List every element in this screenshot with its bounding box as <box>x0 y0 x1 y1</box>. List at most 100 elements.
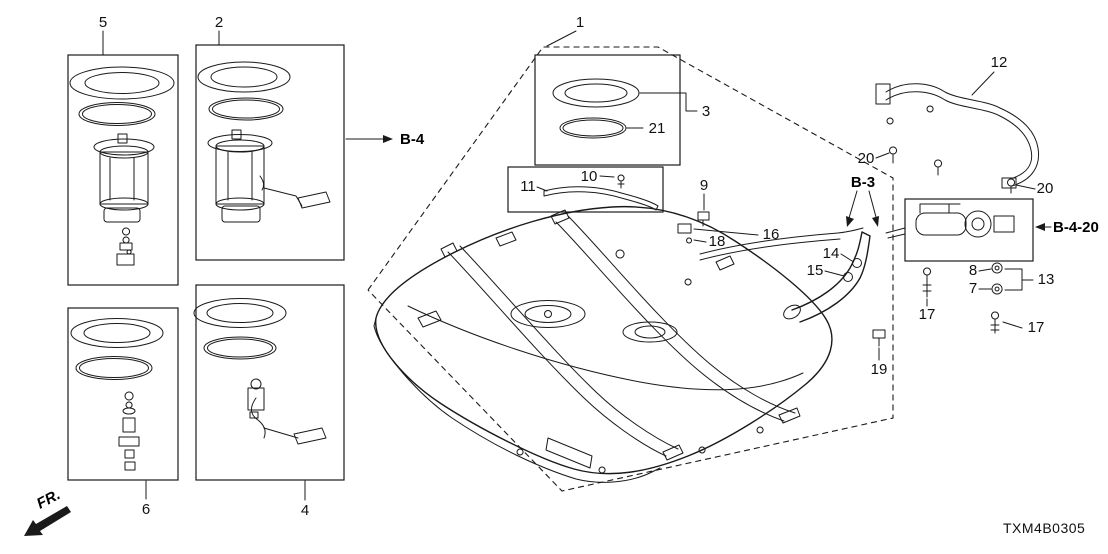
leader-18 <box>693 239 707 243</box>
lock-ring <box>193 298 287 328</box>
o-ring-inner <box>207 338 273 358</box>
dashed-boundary <box>367 46 894 492</box>
group-canister-assembly: B-4-20 8 7 13 17 17 <box>885 198 1099 336</box>
leader-14 <box>840 253 853 262</box>
callout-4: 4 <box>301 502 309 519</box>
callout-8: 8 <box>969 262 977 279</box>
lock-ring <box>70 318 164 348</box>
callout-6: 6 <box>142 501 150 518</box>
o-ring-inner <box>562 119 624 137</box>
lock-ring <box>552 78 640 108</box>
callout-14: 14 <box>823 245 840 262</box>
b4-20-arrowhead-icon <box>1035 223 1045 231</box>
lock-ring-inner <box>564 83 628 103</box>
group-fr-marker: FR. <box>24 486 71 536</box>
callout-20-right: 20 <box>1037 180 1054 197</box>
filler-pipe <box>885 83 1040 187</box>
pump-stub <box>231 129 242 140</box>
sender-cover-ring <box>622 321 678 343</box>
group-part-19: 19 <box>871 329 888 378</box>
sender-wire <box>249 397 266 439</box>
tank-bracket-details <box>417 231 735 469</box>
bracket-13 <box>1004 268 1023 291</box>
leader-20-left <box>875 152 890 159</box>
part-3-box <box>534 54 681 166</box>
b3-arrow-left-line <box>848 190 858 219</box>
pipe-bracket <box>875 83 891 105</box>
pump-flange <box>207 134 273 152</box>
clip-19-icon <box>872 329 886 347</box>
callout-9: 9 <box>700 177 708 194</box>
pump-body-lines <box>109 157 135 201</box>
sender-bracket <box>247 387 265 411</box>
tank-bolt-holes <box>516 249 764 474</box>
leader-16 <box>693 228 759 236</box>
pump-body-top <box>99 145 149 159</box>
pump-body-bottom <box>215 197 265 211</box>
assembly-1-dashed-outline: 1 <box>367 14 894 492</box>
leader-17-right <box>1002 321 1023 329</box>
leader-1 <box>546 30 577 47</box>
clip-16-18-icons <box>677 223 693 244</box>
o-ring-inner <box>79 358 149 378</box>
pump-body <box>99 151 149 205</box>
sender-cover-inner <box>634 325 666 339</box>
leader-12 <box>971 71 995 96</box>
lock-ring <box>197 61 291 93</box>
leader-10 <box>599 175 615 178</box>
strap-b-end-bottom <box>778 407 801 424</box>
b3-arrow-right-line <box>868 190 877 218</box>
group-part-6: 6 <box>67 307 179 518</box>
pump-cover-inner <box>524 305 572 323</box>
part-5-box <box>67 54 179 286</box>
callout-7: 7 <box>969 280 977 297</box>
ref-label-b4: B-4 <box>400 131 425 148</box>
b3-arrowhead-right-icon <box>872 216 879 227</box>
callout-2: 2 <box>215 14 223 31</box>
o-ring <box>203 336 277 360</box>
tank-strap-b <box>555 215 796 422</box>
ref-label-b4-20: B-4-20 <box>1053 219 1099 236</box>
tank-skirt <box>373 317 661 483</box>
pump-cover-center <box>544 310 552 318</box>
callout-3: 3 <box>702 103 710 120</box>
tank-outline <box>375 205 833 475</box>
group-parts-3-21: 3 21 <box>534 54 710 166</box>
pump-stub <box>117 133 128 144</box>
group-part-2: 2 B-4 <box>195 14 425 261</box>
fuel-tube <box>543 186 659 211</box>
fr-label: FR. <box>34 486 63 512</box>
tank-strap-a <box>447 245 679 457</box>
o-ring <box>559 117 627 139</box>
leader-3 <box>639 92 698 112</box>
callout-10: 10 <box>581 168 598 185</box>
callout-11: 11 <box>520 178 536 195</box>
callout-17-right: 17 <box>1028 319 1045 336</box>
group-fuel-tank <box>373 205 864 483</box>
bolt-17-right-icon <box>990 311 1000 334</box>
callout-1: 1 <box>576 14 584 31</box>
valve-connector <box>993 215 1015 233</box>
o-ring-inner <box>82 104 152 124</box>
grommet-icons-7-8 <box>991 262 1003 295</box>
leader-20-right <box>1015 184 1036 190</box>
lock-ring-inner <box>210 66 278 88</box>
group-filler-hose: 14 15 <box>783 231 871 323</box>
leader-8 <box>978 268 992 272</box>
callout-16: 16 <box>763 226 780 243</box>
valve-body <box>915 212 967 236</box>
lock-ring-inner <box>84 72 160 94</box>
bolt-17-left-icon <box>922 267 932 298</box>
callout-19: 19 <box>871 361 888 378</box>
leader-15 <box>824 270 845 277</box>
sender-pivot <box>250 378 262 390</box>
o-ring-inner <box>212 99 280 119</box>
bolt-10-icon <box>617 174 625 189</box>
b4-arrowhead-icon <box>383 135 393 143</box>
pump-filter <box>221 205 261 223</box>
valve-details <box>885 203 961 239</box>
pump-body-top <box>215 139 265 153</box>
part-6-box <box>67 307 179 481</box>
strap-a-end-bottom <box>662 444 684 461</box>
